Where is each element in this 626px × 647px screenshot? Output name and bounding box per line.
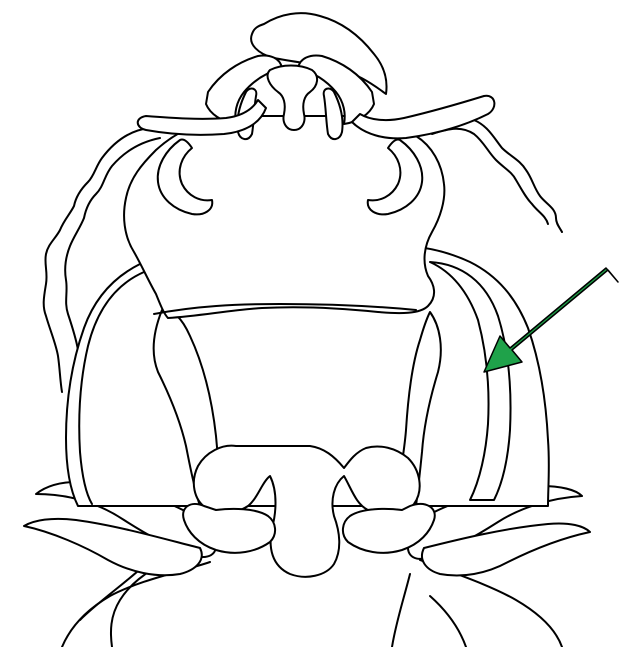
right-femur: [430, 596, 466, 647]
right-rear-leg-inner: [392, 574, 410, 647]
left-rear-leg: [62, 562, 210, 647]
